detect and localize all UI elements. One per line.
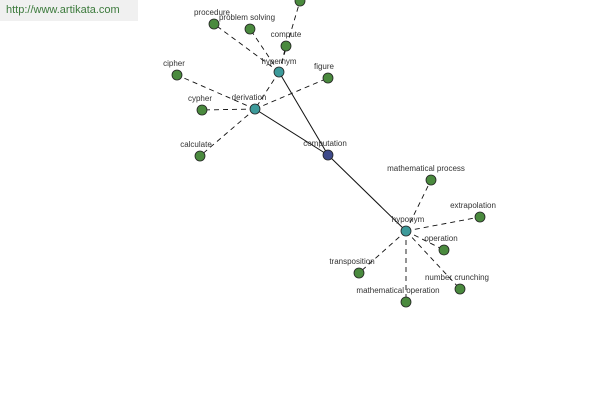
node-label-mathematical-operation: mathematical operation [356, 286, 439, 295]
node-label-derivation: derivation [232, 93, 267, 102]
edge-derivation-calculate [199, 108, 256, 157]
node-compute[interactable]: compute [271, 30, 302, 52]
node-label-computation: computation [303, 139, 347, 148]
edge-hyponym-extrapolation [405, 216, 481, 232]
node-circle-transposition[interactable] [353, 267, 365, 279]
node-problem-solving[interactable]: problem solving [219, 13, 275, 35]
node-cypher[interactable]: cypher [188, 94, 212, 116]
node-calculate[interactable]: calculate [180, 140, 212, 162]
node-circle-mathematical-operation[interactable] [400, 296, 412, 308]
node-circle-extrapolation[interactable] [474, 211, 486, 223]
node-label-transposition: transposition [329, 257, 374, 266]
nodes-layer: computation hypernym derivation hyponym proc… [163, 0, 496, 308]
node-mathematical-operation[interactable]: mathematical operation [356, 286, 440, 308]
edge-hypernym-derivation [254, 71, 280, 110]
node-circle-number-crunching[interactable] [454, 283, 466, 295]
edge-hypernym-procedure [213, 23, 280, 73]
node-hypernym[interactable]: hypernym [261, 57, 297, 78]
edge-computation-derivation [254, 108, 329, 156]
node-circle-hypernym[interactable] [273, 66, 285, 78]
node-circle-calculate[interactable] [194, 150, 206, 162]
edge-hyponym-transposition [358, 230, 407, 274]
node-extrapolation[interactable]: extrapolation [450, 201, 496, 223]
node-label-problem-solving: problem solving [219, 13, 275, 22]
node-circle-mathematical-process[interactable] [425, 174, 437, 186]
node-label-procedure: procedure [194, 8, 231, 17]
node-label-extrapolation: extrapolation [450, 201, 496, 210]
node-circle-figure[interactable] [322, 72, 334, 84]
node-cipher[interactable]: cipher [163, 59, 185, 81]
node-label-hypernym: hypernym [261, 57, 296, 66]
node-circle-compute[interactable] [280, 40, 292, 52]
node-label-number-crunching: number crunching [425, 273, 489, 282]
node-hyponym[interactable]: hyponym [392, 215, 425, 237]
node-circle-computation[interactable] [322, 149, 334, 161]
node-circle-hyponym[interactable] [400, 225, 412, 237]
node-circle-operation[interactable] [438, 244, 450, 256]
node-transposition[interactable]: transposition [329, 257, 375, 279]
node-label-cypher: cypher [188, 94, 212, 103]
node-derivation[interactable]: derivation [232, 93, 267, 115]
node-circle-cypher[interactable] [196, 104, 208, 116]
node-label-compute: compute [271, 30, 302, 39]
edge-derivation-cypher [201, 108, 256, 111]
node-label-cipher: cipher [163, 59, 185, 68]
edge-computation-hyponym [327, 154, 407, 232]
node-procedure[interactable]: procedure [194, 8, 231, 30]
node-circle-procedure[interactable] [208, 18, 220, 30]
node-operation[interactable]: operation [424, 234, 458, 256]
node-mathematical-process[interactable]: mathematical process [387, 164, 465, 186]
node-label-hyponym: hyponym [392, 215, 425, 224]
node-label-mathematical-process: mathematical process [387, 164, 465, 173]
node-circle-derivation[interactable] [249, 103, 261, 115]
edge-hyponym-mathematical-process [405, 179, 432, 232]
node-number-crunching[interactable]: number crunching [425, 273, 489, 295]
node-circle-cipher[interactable] [171, 69, 183, 81]
edge-derivation-cipher [176, 74, 256, 110]
node-label-calculate: calculate [180, 140, 212, 149]
node-circle-problem-solving[interactable] [244, 23, 256, 35]
edge-hyponym-number-crunching [405, 230, 461, 290]
edge-hypernym-top-node [278, 0, 301, 73]
node-circle-top-node[interactable] [294, 0, 306, 7]
edges-layer [176, 0, 481, 302]
node-label-figure: figure [314, 62, 335, 71]
edge-hyponym-operation [405, 230, 445, 251]
node-figure[interactable]: figure [314, 62, 335, 84]
edge-derivation-figure [254, 77, 329, 110]
watermark-url[interactable]: http://www.artikata.com [0, 0, 138, 21]
node-top-node[interactable] [294, 0, 306, 7]
node-label-operation: operation [424, 234, 457, 243]
node-computation[interactable]: computation [303, 139, 347, 161]
edge-computation-hypernym [278, 71, 329, 156]
